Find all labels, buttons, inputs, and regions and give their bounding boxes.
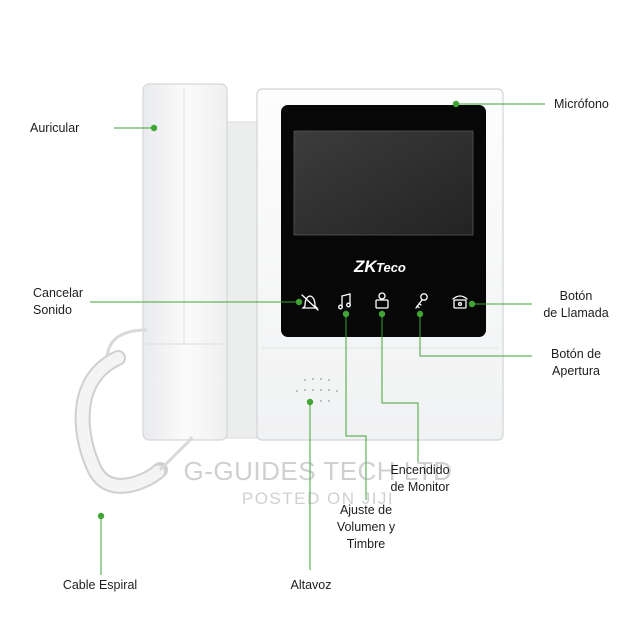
label-ajuste-volumen: Ajuste de Volumen y Timbre: [336, 503, 396, 551]
logo-zk: ZK: [353, 257, 378, 276]
watermark-posted: POSTED ON JIJI: [241, 489, 395, 508]
label-boton-apertura: Botón de Apertura: [550, 347, 602, 378]
label-cancelar-sonido: Cancelar Sonido: [33, 286, 84, 317]
callout-dots: [97, 100, 476, 520]
phone-call-icon[interactable]: [452, 295, 468, 309]
label-microfono: Micrófono: [554, 97, 609, 111]
label-boton-llamada: Botón de Llamada: [543, 289, 609, 320]
person-monitor-icon[interactable]: [375, 292, 389, 309]
callout-lines: [90, 103, 545, 575]
lcd-screen: [293, 130, 474, 236]
key-icon[interactable]: [415, 293, 428, 309]
watermark-company: G-GUIDES TECH LTD: [183, 456, 453, 486]
handset: [142, 83, 228, 441]
label-encendido-monitor: Encendido de Monitor: [390, 463, 450, 494]
music-note-icon[interactable]: [338, 293, 351, 310]
logo-teco: Teco: [376, 260, 406, 275]
label-altavoz: Altavoz: [290, 578, 332, 592]
label-auricular: Auricular: [30, 121, 80, 135]
label-cable-espiral: Cable Espiral: [62, 578, 138, 592]
zkteco-logo: ZK Teco: [353, 257, 406, 276]
coiled-cable: [74, 328, 194, 494]
mute-bell-icon[interactable]: [301, 294, 319, 311]
panel-buttons: [301, 292, 468, 311]
speaker-grille: [296, 378, 338, 402]
